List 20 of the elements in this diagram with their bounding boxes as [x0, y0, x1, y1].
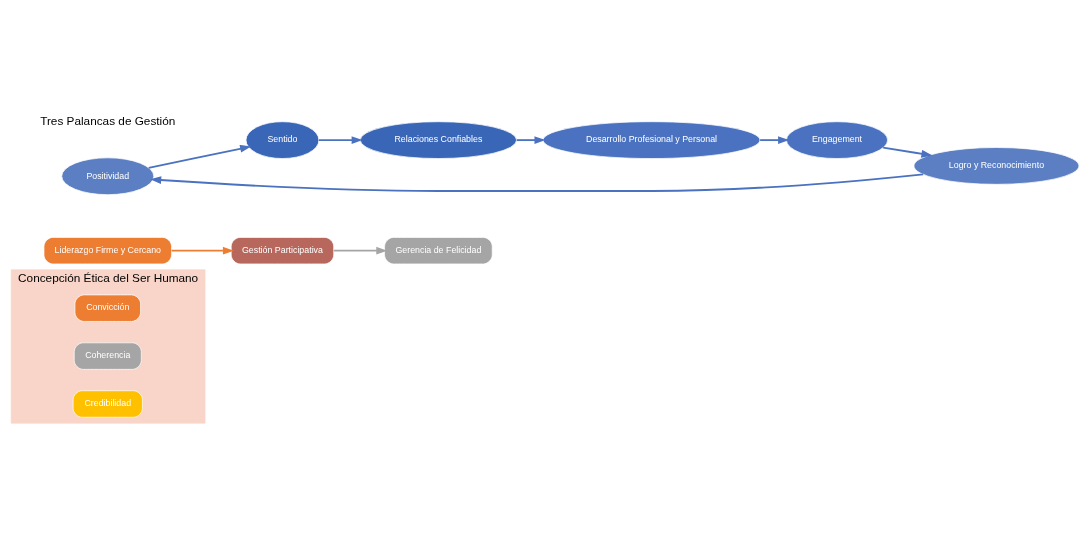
node-ellipse: Relaciones Confiables: [359, 121, 517, 159]
node-box: Coherencia: [73, 342, 142, 370]
arrow: [515, 136, 546, 144]
arrow: [318, 136, 363, 144]
label: Tres Palancas de Gestión: [40, 113, 176, 127]
arrow: [332, 246, 388, 255]
arrow: [170, 246, 234, 255]
node-box: Liderazgo Firme y Cercano: [43, 237, 172, 265]
node-box: Gestión Participativa: [230, 237, 335, 265]
arrow: [882, 146, 933, 158]
arrow: [759, 136, 790, 144]
node-box: Credibilidad: [72, 390, 143, 418]
node-ellipse: Positividad: [61, 157, 155, 196]
node-box: Gerencia de Felicidad: [384, 237, 493, 265]
arrow: [147, 144, 252, 169]
node-ellipse: Desarrollo Profesional y Personal: [542, 121, 761, 159]
node-box: Convicción: [74, 294, 141, 322]
node-ellipse: Engagement: [786, 121, 888, 159]
arrow: [150, 173, 925, 192]
node-ellipse: Sentido: [245, 121, 320, 159]
